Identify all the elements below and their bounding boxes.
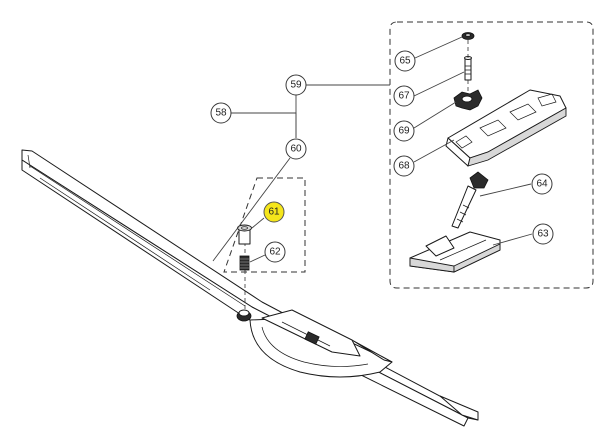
callout-61: 61	[263, 201, 285, 223]
svg-text:62: 62	[269, 247, 281, 258]
subassembly-boundary	[223, 177, 306, 273]
part-65-nut	[461, 32, 475, 40]
svg-text:65: 65	[399, 56, 411, 67]
callout-58: 58	[210, 102, 232, 124]
leader-69	[413, 101, 457, 129]
part-62-set-screw	[239, 255, 250, 271]
leader-65	[414, 36, 463, 59]
callout-63: 63	[532, 223, 554, 245]
svg-text:67: 67	[398, 91, 410, 102]
callout-60: 60	[285, 138, 307, 160]
callout-67: 67	[393, 85, 415, 107]
leader-64	[479, 183, 532, 197]
part-63-slide-plate	[409, 231, 501, 273]
leader-67	[413, 71, 465, 97]
callout-62: 62	[264, 241, 286, 263]
leader-61	[251, 217, 265, 229]
leader-58	[231, 112, 297, 138]
svg-text:61: 61	[268, 207, 280, 218]
callout-69: 69	[393, 120, 415, 142]
leader-68	[413, 139, 455, 163]
part-68-stop-bracket	[445, 89, 567, 167]
part-67-bolt	[464, 56, 472, 81]
callout-65: 65	[394, 50, 416, 72]
callout-64: 64	[531, 173, 553, 195]
svg-text:64: 64	[536, 179, 548, 190]
part-69-star-knob	[453, 89, 483, 111]
part-61-bushing	[237, 224, 252, 245]
svg-text:60: 60	[290, 144, 302, 155]
callout-68: 68	[393, 155, 415, 177]
svg-text:59: 59	[290, 80, 302, 91]
leader-62	[249, 254, 266, 263]
svg-text:58: 58	[215, 108, 227, 119]
part-64-lock-lever	[451, 171, 489, 229]
svg-text:68: 68	[398, 161, 410, 172]
fence-rail	[21, 149, 479, 427]
detail-group-boundary	[389, 21, 594, 289]
leader-60	[212, 157, 291, 262]
leader-63	[492, 233, 533, 246]
svg-text:69: 69	[398, 126, 410, 137]
svg-text:63: 63	[537, 229, 549, 240]
callout-59: 59	[285, 74, 307, 96]
miter-gauge-base	[236, 309, 393, 378]
